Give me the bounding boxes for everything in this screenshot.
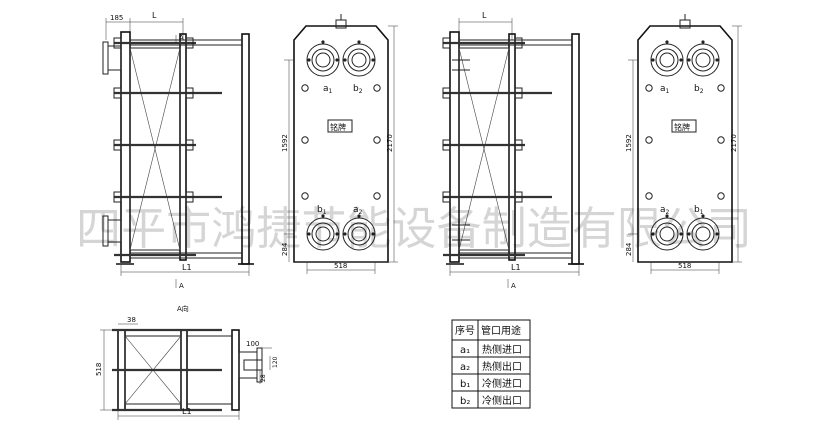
dim-518-right: 518 bbox=[678, 262, 691, 270]
dim-l-top-right: L bbox=[482, 11, 487, 20]
side-view-right: L L1 A bbox=[442, 11, 584, 290]
port-label-a2-right: a2 bbox=[660, 205, 670, 216]
section-mark-a-top-left: A bbox=[179, 34, 184, 42]
dim-120: 120 bbox=[272, 356, 279, 368]
table-header-purpose: 管口用途 bbox=[481, 324, 521, 337]
dim-l-top: L bbox=[152, 11, 157, 20]
dim-2170-right: 2170 bbox=[730, 134, 738, 152]
port-label-a1-right: a1 bbox=[660, 84, 670, 95]
section-mark-a-left: A bbox=[179, 282, 184, 290]
dim-2170-left: 2170 bbox=[386, 134, 394, 152]
dim-28: 28 bbox=[260, 374, 267, 382]
table-cell-a1-id: a₁ bbox=[460, 345, 470, 356]
section-mark-a-right: A bbox=[511, 282, 516, 290]
nameplate-left: 铭牌 bbox=[330, 122, 346, 132]
side-view-left: 185 L bbox=[102, 11, 254, 290]
table-cell-a2-use: 热侧出口 bbox=[482, 360, 522, 373]
dim-1592-right: 1592 bbox=[625, 134, 633, 152]
dim-l1-side-left: L1 bbox=[182, 263, 192, 272]
company-watermark: 四平市鸿捷节能设备制造有限公司 bbox=[76, 202, 752, 255]
dim-100: 100 bbox=[246, 340, 259, 348]
front-view-left: a1 b2 铭牌 b1 a2 bbox=[281, 14, 398, 274]
dim-185: 185 bbox=[110, 14, 123, 22]
dim-518-plan: 518 bbox=[95, 363, 103, 376]
table-cell-a2-id: a₂ bbox=[460, 362, 470, 373]
dim-l1-side-right: L1 bbox=[511, 263, 521, 272]
nameplate-right: 铭牌 bbox=[674, 122, 690, 132]
table-cell-a1-use: 热侧进口 bbox=[482, 343, 522, 356]
plan-view-a: A向 38 518 100 120 28 bbox=[95, 304, 279, 420]
table-cell-b1-use: 冷侧进口 bbox=[482, 377, 522, 390]
table-cell-b2-use: 冷侧出口 bbox=[482, 394, 522, 407]
front-view-right: a1 b2 铭牌 a2 b1 1592 bbox=[625, 14, 742, 274]
dim-38: 38 bbox=[127, 316, 136, 324]
table-cell-b1-id: b₁ bbox=[460, 379, 470, 390]
table-cell-b2-id: b₂ bbox=[460, 396, 470, 407]
port-label-a2-left: a2 bbox=[353, 205, 363, 216]
port-table: 序号 管口用途 a₁ 热侧进口 a₂ 热侧出口 b₁ 冷侧进口 b₂ 冷侧出口 bbox=[451, 319, 531, 409]
dim-1592-left: 1592 bbox=[281, 134, 289, 152]
dim-284-left: 284 bbox=[281, 242, 289, 256]
port-label-b2-right: b2 bbox=[694, 84, 704, 95]
dim-l1-plan: L1 bbox=[182, 407, 192, 416]
dim-518-left: 518 bbox=[334, 262, 347, 270]
dim-284-right: 284 bbox=[625, 242, 633, 256]
section-view-label: A向 bbox=[177, 304, 189, 313]
table-header-index: 序号 bbox=[455, 324, 475, 337]
port-label-b1-left: b1 bbox=[317, 205, 327, 216]
port-label-a1-left: a1 bbox=[323, 84, 333, 95]
port-label-b1-right: b1 bbox=[694, 205, 704, 216]
port-label-b2-left: b2 bbox=[353, 84, 363, 95]
